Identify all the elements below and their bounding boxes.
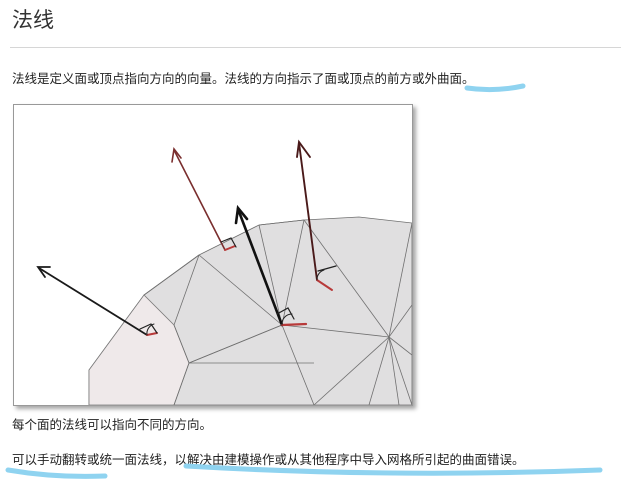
highlight-underline-note-left <box>5 467 108 479</box>
note-paragraph: 可以手动翻转或统一面法线，以解决由建模操作或从其他程序中导入网格所引起的曲面错误… <box>12 452 525 467</box>
intro-paragraph: 法线是定义面或顶点指向方向的向量。法线的方向指示了面或顶点的前方或外曲面。 <box>12 71 475 86</box>
highlight-underline-intro <box>464 83 526 93</box>
arrowhead-left <box>36 266 51 278</box>
normals-illustration <box>13 104 413 406</box>
normal-arrow-center <box>236 207 284 327</box>
normal-arrow-left <box>38 267 148 336</box>
surface-facet-lines <box>143 219 412 405</box>
figure-caption: 每个面的法线可以指向不同的方向。 <box>12 417 213 432</box>
arrowhead-center <box>234 204 249 225</box>
page-title: 法线 <box>12 8 54 32</box>
sphere-normals-diagram <box>36 139 412 405</box>
arrowhead-upper-left <box>171 147 182 163</box>
normal-arrow-upper-left <box>173 149 226 251</box>
normal-arrow-right <box>298 142 318 281</box>
title-divider <box>10 47 621 48</box>
normal-arrows <box>36 139 337 336</box>
arrowhead-right <box>296 139 311 158</box>
